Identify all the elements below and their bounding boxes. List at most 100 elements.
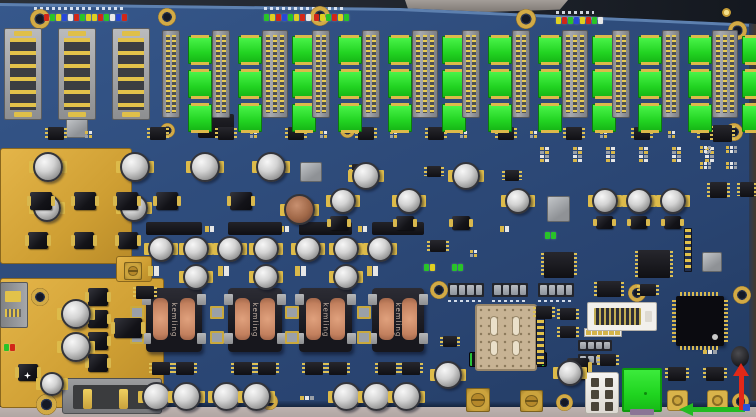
green-component [688, 103, 712, 133]
passive-cluster [367, 266, 378, 276]
passive-cluster [295, 266, 306, 276]
passive-cluster [280, 226, 289, 232]
passive-cluster [148, 266, 159, 276]
sim-card-slot [585, 372, 619, 414]
passive-cluster [300, 396, 314, 400]
green-component [488, 69, 512, 99]
axis-origin [743, 404, 750, 411]
ic-chip [133, 286, 157, 299]
axis-y-arrow [739, 374, 744, 410]
inductor [111, 318, 145, 338]
passive-cluster [700, 146, 711, 153]
solder-pad [357, 306, 371, 319]
green-component [188, 103, 212, 133]
capacitor [249, 264, 283, 290]
pin-connector [412, 30, 438, 118]
capacitor [329, 264, 363, 290]
pin-strip [536, 313, 545, 365]
green-component [638, 35, 662, 65]
ic-chip [710, 125, 735, 142]
silkscreen-marks [556, 11, 594, 14]
inductor [27, 192, 55, 210]
capacitor [179, 264, 213, 290]
inductor [449, 216, 473, 230]
ic-chip [326, 362, 350, 375]
passive-cluster [320, 131, 327, 138]
capacitor [348, 162, 384, 190]
inductor [327, 216, 351, 230]
solder-pad [285, 306, 299, 319]
jumper-block [492, 283, 528, 297]
passive-cluster [606, 147, 615, 162]
inductor [115, 232, 141, 249]
capacitor [501, 188, 535, 214]
ic-chip [502, 170, 522, 181]
green-component [688, 69, 712, 99]
led-cluster [556, 17, 603, 24]
green-component [688, 35, 712, 65]
capacitor [29, 152, 67, 182]
capacitor [138, 382, 175, 411]
passive-cluster [205, 226, 214, 232]
green-component [238, 35, 262, 65]
ic-chip [594, 281, 624, 297]
capacitor [208, 382, 245, 411]
inductor [85, 354, 111, 372]
green-component [338, 69, 362, 99]
solder-pad [210, 331, 224, 344]
green-component [338, 35, 362, 65]
fiducial-dot [722, 8, 731, 17]
capacitor [249, 236, 283, 262]
ic-chip [440, 336, 460, 347]
rf-ufl-connector [667, 390, 688, 411]
ic-chip [173, 362, 197, 375]
capacitor [168, 382, 205, 411]
qfn-chip [547, 196, 570, 222]
passive-cluster [672, 147, 681, 162]
silkscreen-marks [34, 7, 92, 10]
green-component [488, 103, 512, 133]
ic-chip [635, 250, 673, 278]
pin-connector [562, 30, 588, 118]
component-body [228, 222, 282, 235]
mcu-qfp-chip [672, 292, 728, 350]
transformer-label: kemling [394, 302, 402, 338]
ic-chip [707, 182, 730, 198]
trimmer-pot [124, 262, 142, 280]
mounting-hole [36, 394, 57, 415]
mounting-hole [158, 8, 176, 26]
ic-chip [541, 252, 577, 278]
transformer-label: kemling [170, 302, 178, 338]
passive-cluster [470, 250, 477, 257]
capacitor [392, 188, 426, 214]
solder-pad [357, 331, 371, 344]
transformer-label: kemling [251, 302, 259, 338]
jumper-block [538, 283, 574, 297]
inductor [15, 364, 41, 381]
ic-chip [557, 326, 579, 338]
mounting-hole [733, 286, 751, 304]
inductor [113, 192, 141, 210]
solder-pad [210, 306, 224, 319]
green-component [188, 69, 212, 99]
green-component [638, 103, 662, 133]
green-component [238, 103, 262, 133]
capacitor [326, 188, 360, 214]
passive-cluster [540, 147, 549, 162]
pin-connector [262, 30, 288, 118]
pin-connector [712, 30, 738, 118]
led-cluster [44, 14, 91, 21]
pin-connector [212, 30, 230, 118]
transformer-module: kemling [295, 288, 356, 352]
mounting-hole [556, 394, 573, 411]
ic-chip [149, 362, 173, 375]
led-cluster [264, 14, 311, 21]
idc-box-header [587, 302, 657, 331]
inductor [71, 192, 99, 210]
green-component [388, 69, 412, 99]
transformer-label: kemling [321, 302, 330, 338]
ic-chip [255, 362, 279, 375]
passive-cluster [726, 162, 737, 169]
ic-chip [665, 367, 689, 381]
